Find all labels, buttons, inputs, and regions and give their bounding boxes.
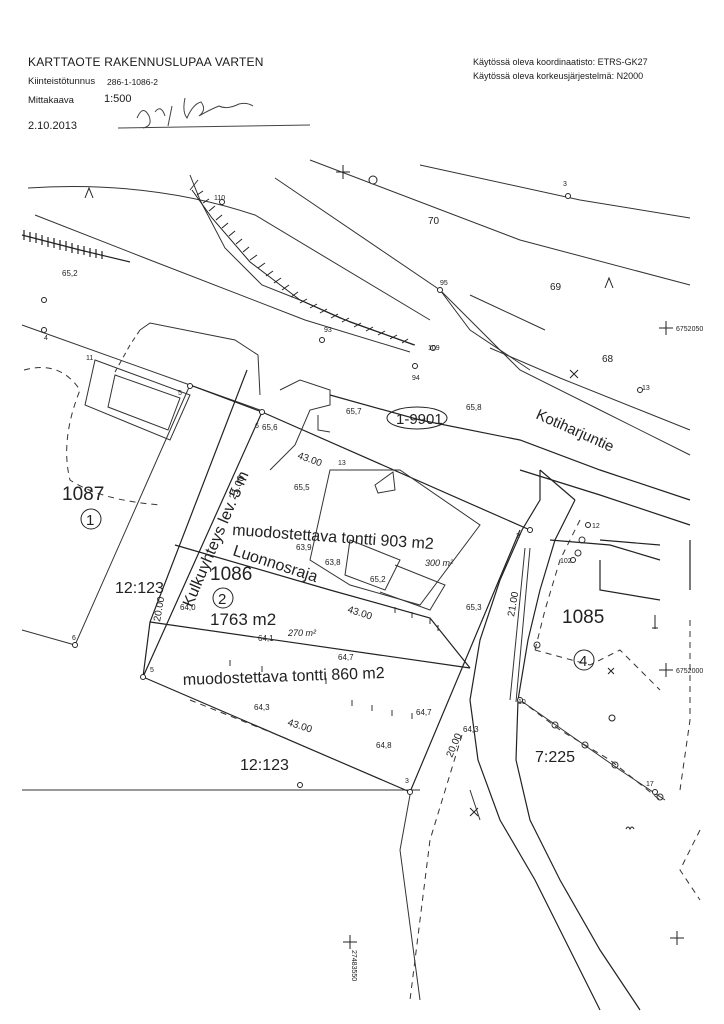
scale-label: Mittakaava	[28, 95, 74, 106]
point-id: 5	[150, 667, 154, 674]
handwritten-area: 270 m²	[287, 628, 317, 638]
dimension: 21.00	[506, 591, 521, 618]
new-plot-label-2: muodostettava tontti 860 m2	[183, 665, 385, 689]
plan-ref: 7:225	[535, 749, 575, 766]
parcel-id-label: Kiinteistötunnus	[28, 76, 96, 87]
elevation: 65,5	[294, 483, 310, 492]
point-id: 11	[86, 355, 93, 362]
elevation: 65,2	[370, 575, 386, 584]
elevation: 65,2	[62, 269, 78, 278]
elevation: 64,1	[258, 634, 274, 643]
street-name: Kotiharjuntie	[533, 406, 616, 455]
coordinate-label: 6752000	[676, 668, 703, 675]
elevation: 64,3	[254, 703, 270, 712]
height-system: Käytössä oleva korkeusjärjestelmä: N2000	[473, 71, 644, 81]
elevation: 64,7	[416, 708, 432, 717]
point-id: 94	[412, 375, 420, 382]
point-id: 17	[646, 781, 654, 788]
handwritten-area: 300 m²	[425, 558, 454, 568]
point-id: 12	[592, 523, 600, 530]
main-area: 1763 m2	[210, 610, 276, 629]
elevation: 64,8	[376, 741, 392, 750]
dimension: 43.00	[286, 717, 314, 735]
elevation: 64,7	[338, 653, 354, 662]
point-id: 6	[255, 423, 259, 430]
dimension: 20.00	[445, 731, 465, 759]
point-id: 110	[214, 195, 225, 202]
parcel-circle-4: 4	[579, 653, 587, 670]
parcel-circle-2: 2	[218, 591, 226, 608]
elevation: 64,3	[463, 725, 479, 734]
elevation: 65,7	[346, 407, 362, 416]
coordinate-system: Käytössä oleva koordinaatisto: ETRS-GK27	[473, 57, 648, 67]
contour-label: 69	[550, 282, 562, 293]
parcel-number-1085: 1085	[562, 607, 604, 628]
contour-label: 70	[428, 216, 440, 227]
scale-value: 1:500	[104, 93, 132, 105]
point-id: 2	[516, 533, 520, 540]
elevation: 64,0	[180, 603, 196, 612]
parcel-id-value: 286-1-1086-2	[107, 77, 159, 87]
point-id: 4	[44, 335, 48, 342]
elevation: 63,8	[325, 558, 341, 567]
elevation: 65,6	[262, 423, 278, 432]
elevation: 63,9	[296, 543, 312, 552]
point-id: 3	[405, 778, 409, 785]
plan-ref: 12:123	[115, 580, 164, 597]
map-title: KARTTAOTE RAKENNUSLUPAA VARTEN	[28, 55, 264, 69]
coordinate-label: 6752050	[676, 326, 703, 333]
point-id: 13	[642, 385, 650, 392]
point-id: 13	[338, 460, 346, 467]
parcel-number-1086: 1086	[210, 564, 252, 585]
zone-code: 1-9901	[396, 411, 443, 428]
dimension: 20.00	[152, 596, 167, 623]
dimension: 43.00	[346, 604, 374, 622]
elevation: 65,8	[466, 403, 482, 412]
contour-label: 68	[602, 354, 614, 365]
dimension: 43.00	[296, 450, 324, 469]
point-id: 95	[440, 280, 448, 287]
new-plot-label-1: muodostettava tontti 903 m2	[232, 522, 435, 553]
point-id: 102	[560, 558, 572, 565]
point-id: 3	[563, 181, 567, 188]
point-id: 109	[428, 345, 440, 352]
coordinate-label: 27483550	[350, 950, 357, 981]
elevation: 65,3	[466, 603, 482, 612]
parcel-number-1087: 1087	[62, 484, 104, 505]
point-id: 5	[178, 390, 182, 397]
plan-ref: 12:123	[240, 757, 289, 774]
signature	[117, 97, 311, 129]
map-date: 2.10.2013	[28, 120, 77, 132]
point-id: 10	[518, 699, 526, 706]
point-id: 6	[72, 635, 76, 642]
point-id: 93	[324, 327, 332, 334]
parcel-circle-1: 1	[86, 512, 94, 529]
